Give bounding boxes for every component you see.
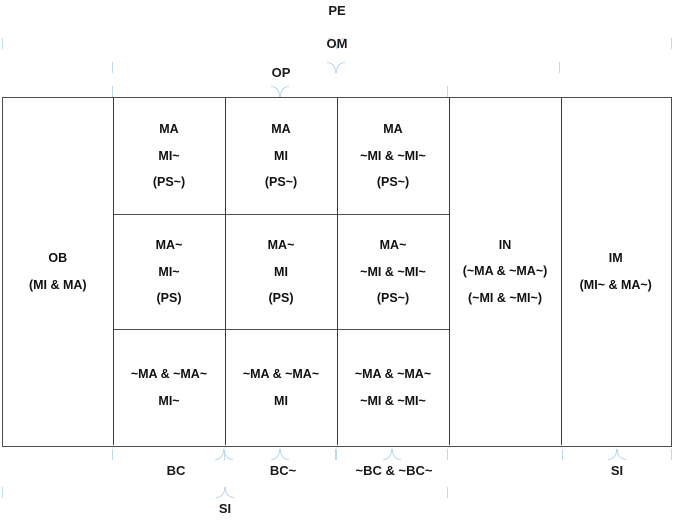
cell-r1c2-line-0: MA bbox=[159, 122, 179, 137]
brace-bcneg-right-arm bbox=[447, 449, 448, 460]
cell-r2c2-line-1: MI~ bbox=[158, 264, 180, 279]
brace-si-right-tip bbox=[608, 449, 626, 460]
cell-r1c2: MA MI~ (PS~) bbox=[113, 98, 226, 215]
cell-r1c4: MA ~MI & ~MI~ (PS~) bbox=[337, 98, 450, 215]
cell-r2c3-line-0: MA~ bbox=[267, 238, 295, 253]
classification-matrix: OB (MI & MA) MA MI~ (PS~) MA MI (PS~) MA… bbox=[2, 97, 672, 447]
cell-im: IM (MI~ & MA~) bbox=[562, 98, 671, 445]
cell-r1c4-line-0: MA bbox=[383, 122, 403, 137]
brace-si-right-right-arm bbox=[671, 449, 672, 460]
brace-bcneg-left-arm bbox=[336, 449, 337, 460]
cell-r1c4-line-2: (PS~) bbox=[376, 175, 410, 190]
cell-ob: OB (MI & MA) bbox=[3, 98, 114, 445]
brace-om-right-arm bbox=[559, 62, 560, 73]
cell-r1c2-line-1: MI~ bbox=[158, 148, 180, 163]
cell-r3c2-line-0: ~MA & ~MA~ bbox=[130, 367, 208, 381]
cell-in-line-0: IN bbox=[498, 237, 512, 252]
cell-r2c4-line-0: MA~ bbox=[379, 238, 407, 253]
brace-op bbox=[112, 86, 448, 97]
brace-om-left-arm bbox=[112, 62, 113, 73]
cell-r3c4-line-1: ~MI & ~MI~ bbox=[360, 393, 426, 408]
brace-bcneg-tip bbox=[383, 449, 401, 460]
brace-om-tip bbox=[327, 62, 345, 73]
cell-r2c2-line-2: (PS) bbox=[156, 291, 182, 306]
cell-r1c3: MA MI (PS~) bbox=[225, 98, 338, 215]
cell-r3c3-line-1: MI bbox=[274, 393, 288, 408]
brace-om bbox=[112, 62, 560, 73]
cell-ob-line-1: (MI & MA) bbox=[28, 277, 87, 292]
cell-in-line-1: (~MA & ~MA~) bbox=[462, 264, 548, 279]
cell-in: IN (~MA & ~MA~) (~MI & ~MI~) bbox=[450, 98, 562, 445]
brace-op-right-arm bbox=[447, 86, 448, 97]
cell-in-line-2: (~MI & ~MI~) bbox=[468, 290, 542, 305]
brace-si-right bbox=[562, 449, 672, 460]
brace-label-op: OP bbox=[271, 65, 291, 80]
brace-si-bottom-left-arm bbox=[2, 487, 3, 498]
brace-pe-right-arm bbox=[671, 38, 672, 49]
cell-r1c2-line-2: (PS~) bbox=[152, 175, 186, 190]
brace-label-om: OM bbox=[326, 36, 348, 51]
cell-r3c4-line-0: ~MA & ~MA~ bbox=[354, 367, 432, 381]
cell-im-line-0: IM bbox=[608, 251, 623, 265]
cell-im-line-1: (MI~ & MA~) bbox=[579, 277, 652, 292]
brace-bc-left-arm bbox=[112, 449, 113, 460]
cell-r2c3: MA~ MI (PS) bbox=[225, 215, 338, 330]
cell-r3c3: ~MA & ~MA~ MI bbox=[226, 330, 338, 445]
brace-bcn-tip bbox=[271, 449, 289, 460]
brace-bcneg bbox=[336, 449, 448, 460]
cell-r3c2-line-1: MI~ bbox=[158, 393, 180, 408]
cell-r2c2-line-0: MA~ bbox=[155, 238, 183, 253]
brace-pe-tip bbox=[328, 38, 346, 49]
brace-si-bottom-right-arm bbox=[447, 487, 448, 498]
brace-bcn bbox=[224, 449, 336, 460]
cell-r2c3-line-1: MI bbox=[274, 264, 288, 279]
cell-r1c3-line-2: (PS~) bbox=[264, 175, 298, 190]
cell-r1c3-line-0: MA bbox=[271, 122, 291, 137]
brace-label-pe: PE bbox=[328, 3, 346, 18]
brace-label-si-right: SI bbox=[610, 463, 624, 478]
cell-r2c4-line-2: (PS~) bbox=[376, 291, 410, 306]
brace-op-left-arm bbox=[112, 86, 113, 97]
cell-r2c4-line-1: ~MI & ~MI~ bbox=[360, 264, 426, 279]
cell-r2c4: MA~ ~MI & ~MI~ (PS~) bbox=[337, 215, 450, 330]
brace-label-si-bottom: SI bbox=[218, 501, 232, 516]
brace-op-tip bbox=[271, 86, 289, 97]
brace-label-bc: BC bbox=[166, 463, 186, 478]
cell-r1c4-line-1: ~MI & ~MI~ bbox=[360, 148, 426, 163]
cell-r2c2: MA~ MI~ (PS) bbox=[113, 215, 226, 330]
brace-label-bcneg: ~BC & ~BC~ bbox=[355, 463, 433, 478]
cell-r2c3-line-2: (PS) bbox=[268, 291, 294, 306]
cell-r3c3-line-0: ~MA & ~MA~ bbox=[242, 367, 320, 381]
brace-pe-left-arm bbox=[2, 38, 3, 49]
cell-ob-line-0: OB bbox=[48, 251, 68, 265]
cell-r1c3-line-1: MI bbox=[274, 148, 288, 163]
brace-pe bbox=[2, 38, 672, 49]
brace-si-bottom-tip bbox=[216, 487, 234, 498]
brace-si-right-left-arm bbox=[562, 449, 563, 460]
brace-label-bcn: BC~ bbox=[269, 463, 297, 478]
cell-r3c4: ~MA & ~MA~ ~MI & ~MI~ bbox=[338, 330, 450, 445]
brace-bcn-left-arm bbox=[224, 449, 225, 460]
brace-si-bottom bbox=[2, 487, 448, 498]
cell-r3c2: ~MA & ~MA~ MI~ bbox=[114, 330, 226, 445]
